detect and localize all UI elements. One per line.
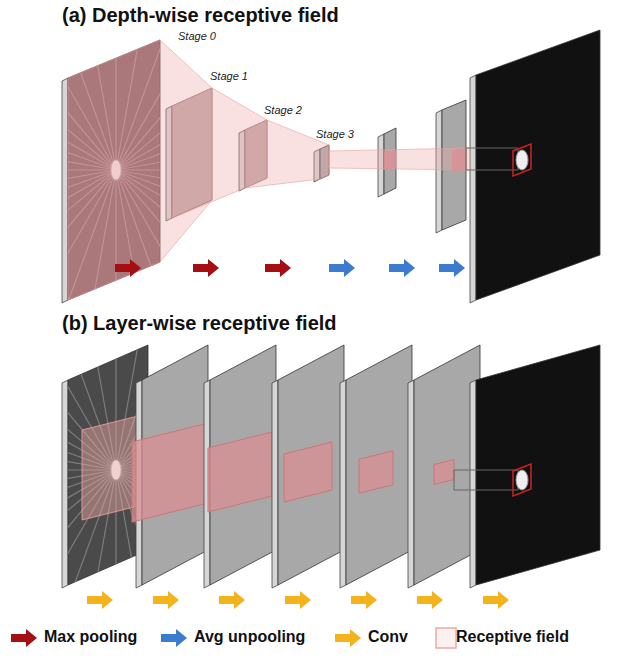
receptive-field (68, 40, 160, 300)
feature-plane (278, 345, 344, 585)
legend-label: Receptive field (456, 628, 569, 646)
conv-arrow (285, 591, 311, 609)
avg-unpooling-arrow (389, 259, 415, 277)
plane-edge (62, 380, 68, 588)
projection-box (466, 148, 518, 170)
receptive-field (284, 442, 332, 502)
max-pooling-arrow (265, 259, 291, 277)
projection-box (454, 470, 518, 490)
feature-plane (68, 40, 160, 300)
legend-swatch (428, 626, 460, 650)
plane-edge (436, 110, 442, 233)
plane-edge (62, 78, 68, 303)
legend-swatch (8, 626, 40, 650)
depth-wise-panel (0, 0, 600, 430)
avg-unpooling-arrow (329, 259, 355, 277)
plane-edge (340, 380, 346, 588)
plane-edge (470, 380, 476, 588)
feature-plane (346, 345, 412, 585)
max-pooling-arrow (115, 259, 141, 277)
receptive-tube (329, 148, 470, 170)
panel-title: (b) Layer-wise receptive field (62, 312, 337, 335)
stage-label: Stage 3 (316, 128, 354, 140)
conv-arrow (483, 591, 509, 609)
legend-arrow (161, 629, 187, 647)
conv-arrow (87, 591, 113, 609)
conv-arrow (417, 591, 443, 609)
legend-label: Max pooling (44, 628, 137, 646)
stage-label: Stage 1 (210, 70, 248, 82)
target-box (513, 144, 531, 176)
feature-plane (476, 30, 600, 300)
conv-arrow (219, 591, 245, 609)
plane-edge (408, 380, 414, 588)
layer-wise-panel (0, 210, 600, 664)
target-region (516, 470, 528, 490)
receptive-field (384, 150, 396, 170)
feature-plane (476, 345, 600, 585)
legend-arrow (335, 629, 361, 647)
legend-swatch (158, 626, 190, 650)
plane-edge (272, 380, 278, 588)
target-region (516, 150, 528, 170)
receptive-field-swatch (436, 628, 456, 648)
stage-label: Stage 0 (178, 30, 216, 42)
plane-edge (470, 75, 476, 303)
receptive-field (132, 422, 212, 522)
conv-arrow (351, 591, 377, 609)
avg-unpooling-arrow (439, 259, 465, 277)
stage-label: Stage 2 (264, 104, 302, 116)
panel-title: (a) Depth-wise receptive field (62, 4, 339, 27)
feature-plane (384, 128, 396, 194)
max-pooling-arrow (193, 259, 219, 277)
receptive-field (208, 432, 272, 512)
legend-swatch (332, 626, 364, 650)
legend-label: Avg unpooling (194, 628, 305, 646)
receptive-field (434, 460, 454, 485)
receptive-field (452, 148, 466, 172)
conv-arrow (153, 591, 179, 609)
legend-arrow (11, 629, 37, 647)
target-box (513, 464, 531, 496)
receptive-field (359, 451, 393, 494)
legend-label: Conv (368, 628, 408, 646)
streak-pattern (0, 210, 376, 664)
